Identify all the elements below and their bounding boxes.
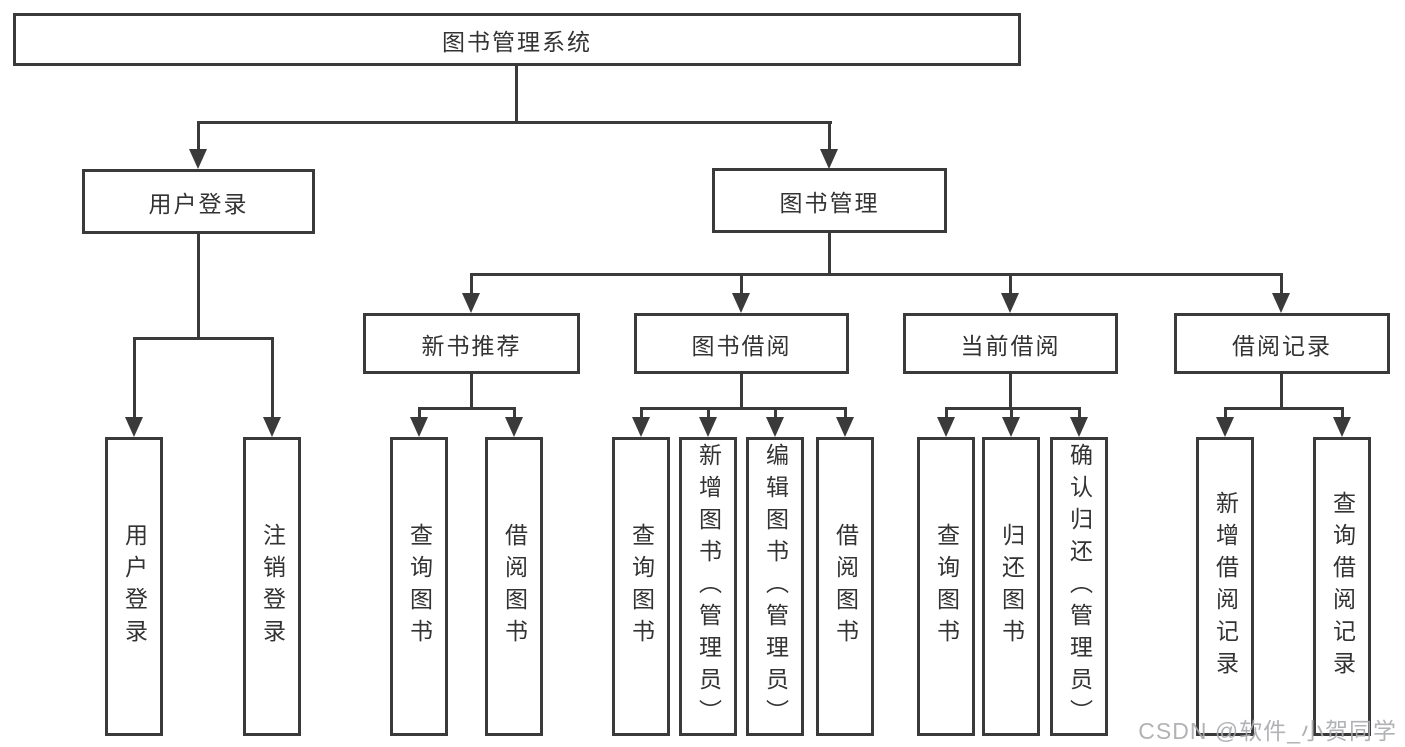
node-user-login: 用户登录 xyxy=(82,169,315,234)
arrowhead-current-borrowing xyxy=(1001,293,1019,313)
node-borrowing-records: 借阅记录 xyxy=(1174,313,1390,374)
leaf-cb-return-books: 归还图书 xyxy=(982,437,1040,736)
leaf-user-login: 用户登录 xyxy=(105,437,163,736)
arrowhead-book-management xyxy=(820,149,838,169)
leaf-br-query-record: 查询借阅记录 xyxy=(1313,437,1371,736)
connector-stem-br-add xyxy=(1224,407,1227,421)
node-current-borrowing-label: 当前借阅 xyxy=(960,332,1061,359)
node-book-management: 图书管理 xyxy=(712,168,947,233)
arrowhead-bb-edit xyxy=(766,417,784,437)
connector-cb-vstub xyxy=(1009,372,1012,409)
connector-stem-user-login xyxy=(197,121,200,151)
leaf-user-login-label: 用户登录 xyxy=(121,522,148,651)
connector-br-vstub xyxy=(1280,372,1283,409)
arrowhead-borrowing-records xyxy=(1272,293,1290,313)
leaf-bb-edit-books-admin-label: 编辑图书（管理员） xyxy=(762,442,789,731)
arrowhead-br-add xyxy=(1216,417,1234,437)
connector-bb-vstub xyxy=(740,372,743,409)
connector-stem-book-management xyxy=(828,121,831,151)
node-book-management-label: 图书管理 xyxy=(779,189,880,216)
connector-stem-book-borrowing xyxy=(740,273,743,295)
arrowhead-cb-return xyxy=(1002,417,1020,437)
arrowhead-leaf-user-login xyxy=(125,417,143,437)
leaf-bb-query-books-label: 查询图书 xyxy=(628,522,655,651)
leaf-logout-login: 注销登录 xyxy=(243,437,301,736)
connector-nb-vstub xyxy=(470,372,473,409)
connector-stem-nb-query xyxy=(418,407,421,421)
arrowhead-leaf-logout xyxy=(263,417,281,437)
node-new-book-recommend-label: 新书推荐 xyxy=(421,332,522,359)
connector-nb-hbar xyxy=(418,407,516,410)
arrowhead-cb-query xyxy=(937,417,955,437)
leaf-bb-query-books: 查询图书 xyxy=(612,437,670,736)
connector-stem-nb-borrow xyxy=(513,407,516,421)
arrowhead-bb-query xyxy=(632,417,650,437)
leaf-cb-confirm-return-admin: 确认归还（管理员） xyxy=(1050,437,1108,736)
connector-bookmgmt-hbar xyxy=(470,273,1283,276)
connector-userlogin-hbar xyxy=(133,337,274,340)
leaf-logout-login-label: 注销登录 xyxy=(259,522,286,651)
connector-userlogin-vstub xyxy=(197,232,200,337)
arrowhead-user-login xyxy=(189,149,207,169)
leaf-cb-confirm-return-admin-label: 确认归还（管理员） xyxy=(1066,442,1093,731)
node-new-book-recommend: 新书推荐 xyxy=(363,313,580,374)
leaf-nb-borrow-books: 借阅图书 xyxy=(485,437,543,736)
node-book-borrowing-label: 图书借阅 xyxy=(691,332,792,359)
node-root-label: 图书管理系统 xyxy=(442,28,592,55)
connector-stem-leaf-logout xyxy=(271,337,274,419)
connector-root-vstub xyxy=(515,64,518,121)
node-borrowing-records-label: 借阅记录 xyxy=(1232,332,1332,359)
connector-stem-new-book-recommend xyxy=(470,273,473,295)
node-root: 图书管理系统 xyxy=(13,13,1021,66)
connector-bb-hbar xyxy=(640,407,846,410)
connector-stem-bb-borrow xyxy=(844,407,847,421)
leaf-br-query-record-label: 查询借阅记录 xyxy=(1329,490,1356,683)
leaf-nb-borrow-books-label: 借阅图书 xyxy=(501,522,528,651)
connector-stem-bb-query xyxy=(640,407,643,421)
leaf-cb-query-books-label: 查询图书 xyxy=(933,522,960,651)
arrowhead-bb-borrow xyxy=(836,417,854,437)
connector-br-hbar xyxy=(1224,407,1343,410)
leaf-bb-borrow-books: 借阅图书 xyxy=(816,437,874,736)
connector-stem-bb-add xyxy=(707,407,710,421)
connector-stem-current-borrowing xyxy=(1009,273,1012,295)
connector-stem-cb-return xyxy=(1010,407,1013,421)
leaf-bb-add-books-admin: 新增图书（管理员） xyxy=(679,437,737,736)
connector-stem-cb-confirm xyxy=(1078,407,1081,421)
node-book-borrowing: 图书借阅 xyxy=(634,313,849,374)
leaf-nb-query-books-label: 查询图书 xyxy=(406,522,433,651)
leaf-bb-edit-books-admin: 编辑图书（管理员） xyxy=(746,437,804,736)
watermark-csdn: CSDN @软件_小贺同学 xyxy=(1138,718,1397,744)
arrowhead-book-borrowing xyxy=(732,293,750,313)
connector-stem-cb-query xyxy=(945,407,948,421)
arrowhead-nb-query xyxy=(410,417,428,437)
node-user-login-label: 用户登录 xyxy=(148,190,249,217)
arrowhead-bb-add xyxy=(699,417,717,437)
arrowhead-cb-confirm xyxy=(1070,417,1088,437)
leaf-cb-return-books-label: 归还图书 xyxy=(998,522,1025,651)
node-current-borrowing: 当前借阅 xyxy=(903,313,1118,374)
leaf-br-add-record-label: 新增借阅记录 xyxy=(1212,490,1239,683)
arrowhead-nb-borrow xyxy=(505,417,523,437)
leaf-cb-query-books: 查询图书 xyxy=(917,437,975,736)
connector-stem-br-query xyxy=(1341,407,1344,421)
connector-stem-bb-edit xyxy=(774,407,777,421)
leaf-bb-borrow-books-label: 借阅图书 xyxy=(832,522,859,651)
connector-stem-leaf-user-login xyxy=(133,337,136,419)
leaf-bb-add-books-admin-label: 新增图书（管理员） xyxy=(695,442,722,731)
arrowhead-br-query xyxy=(1333,417,1351,437)
arrowhead-new-book-recommend xyxy=(462,293,480,313)
connector-bookmgmt-vstub xyxy=(828,230,831,275)
connector-root-hbar xyxy=(197,121,832,124)
leaf-nb-query-books: 查询图书 xyxy=(390,437,448,736)
connector-stem-borrowing-records xyxy=(1280,273,1283,295)
leaf-br-add-record: 新增借阅记录 xyxy=(1196,437,1254,736)
